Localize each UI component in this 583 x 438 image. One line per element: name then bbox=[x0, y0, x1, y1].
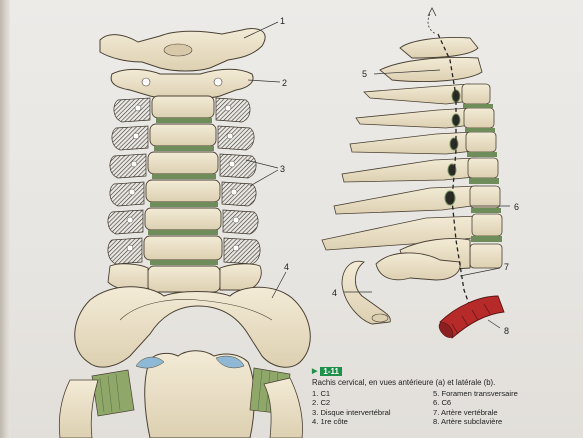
label-2: 2 bbox=[282, 78, 287, 88]
costal-cartilage-left bbox=[92, 370, 134, 416]
legend-item: 1. C1 bbox=[312, 389, 421, 398]
label-1: 1 bbox=[280, 16, 285, 26]
triangle-icon: ▶ bbox=[312, 367, 317, 376]
legend-item: 7. Artère vertébrale bbox=[433, 408, 542, 417]
figure-number-badge: 1-11 bbox=[320, 367, 342, 376]
label-6: 6 bbox=[514, 202, 519, 212]
figure-caption: ▶ 1-11 Rachis cervical, en vues antérieu… bbox=[312, 366, 580, 426]
intervertebral-disc bbox=[150, 202, 218, 207]
legend-item: 3. Disque intervertébral bbox=[312, 408, 421, 417]
label-4: 4 bbox=[284, 262, 289, 272]
anterior-view: 1 2 3 4 bbox=[59, 16, 310, 438]
figure-legend: 1. C1 5. Foramen transversaire 2. C2 6. … bbox=[312, 389, 542, 427]
lateral-view: 5 6 7 4 8 bbox=[322, 8, 519, 340]
label-5: 5 bbox=[362, 69, 367, 79]
label-8: 8 bbox=[504, 326, 509, 336]
legend-item: 6. C6 bbox=[433, 398, 542, 407]
legend-item: 5. Foramen transversaire bbox=[433, 389, 542, 398]
intervertebral-disc bbox=[154, 146, 214, 151]
label-4-lateral: 4 bbox=[332, 288, 337, 298]
axis-c2 bbox=[111, 69, 253, 99]
cervical-vertebrae-stack bbox=[108, 96, 261, 292]
intervertebral-disc bbox=[156, 118, 212, 123]
intervertebral-disc bbox=[150, 260, 218, 265]
label-7: 7 bbox=[504, 262, 509, 272]
intervertebral-disc bbox=[152, 174, 216, 179]
intervertebral-disc bbox=[148, 230, 218, 235]
label-3: 3 bbox=[280, 164, 285, 174]
legend-item: 4. 1re côte bbox=[312, 417, 421, 426]
figure-title: Rachis cervical, en vues antérieure (a) … bbox=[312, 378, 580, 387]
legend-item: 8. Artère subclavière bbox=[433, 417, 542, 426]
legend-item: 2. C2 bbox=[312, 398, 421, 407]
figure-number: ▶ 1-11 bbox=[312, 367, 342, 376]
subclavian-artery bbox=[436, 296, 504, 340]
